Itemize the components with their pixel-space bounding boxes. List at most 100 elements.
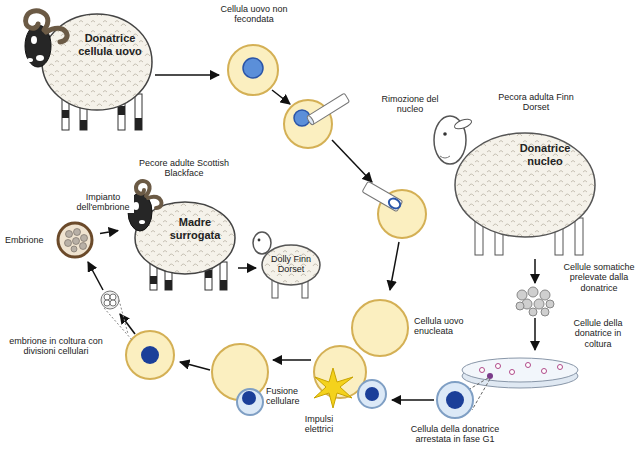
arrow <box>332 140 372 182</box>
donor-egg-sheep-part <box>36 55 44 61</box>
donor-nucleus-sheep-part <box>440 156 450 158</box>
surrogate-sheep-part <box>150 276 157 284</box>
lamb-figure: Dolly Finn Dorset <box>256 232 320 300</box>
fused-cell-part <box>242 391 256 405</box>
egg-cell-pipette-part-part <box>306 115 315 126</box>
surrogate-sheep-part <box>220 262 227 290</box>
arrow <box>392 399 434 401</box>
donor-nucleus-sheep <box>434 116 595 255</box>
petri-dish-part-part <box>542 369 547 374</box>
egg-cell-part <box>228 45 278 95</box>
petri-dish-part-part <box>496 364 501 369</box>
egg-cell-enucleating-part-part <box>362 181 403 211</box>
embryo-part-part <box>65 240 72 247</box>
electric-pulse-group-part <box>314 368 353 408</box>
embryo-culture-part <box>110 300 116 306</box>
donor-cell-g1 <box>437 382 473 418</box>
somatic-cells-part <box>546 300 554 308</box>
reconstructed-egg-part <box>126 331 174 379</box>
somatic-cells-part <box>534 299 544 309</box>
somatic-cells <box>516 287 554 316</box>
petri-dish-part-part <box>480 368 485 373</box>
arrow <box>534 259 536 283</box>
node-label: Fusione cellulare <box>266 386 312 407</box>
donor-nucleus-sheep-part <box>453 117 473 131</box>
somatic-cells-part <box>528 287 538 297</box>
surrogate-sheep-part <box>148 197 162 208</box>
donor-egg-sheep-part <box>31 36 37 44</box>
egg-cell-enucleating <box>362 181 426 238</box>
somatic-cells-part <box>541 308 549 316</box>
petri-dish <box>462 358 578 410</box>
egg-cell-part <box>243 58 263 78</box>
reconstructed-egg <box>126 331 174 379</box>
donor-egg-sheep-part <box>62 110 69 118</box>
arrow <box>390 242 399 290</box>
embryo-culture-part <box>104 294 110 300</box>
node-label: Cellula uovo enucleata <box>414 316 474 337</box>
donor-egg-sheep-part <box>27 58 33 62</box>
egg-cell <box>228 45 278 95</box>
somatic-cells-part <box>516 302 524 310</box>
petri-dish-part-part <box>558 365 563 370</box>
electric-pulse-group-part <box>358 380 386 408</box>
donor-cell-g1-part <box>446 391 464 409</box>
embryo: Embrione <box>5 222 100 260</box>
embryo-part-part <box>74 229 81 236</box>
egg-cell: Cellula uovo non fecondata <box>219 4 289 98</box>
dolly-lamb-part <box>253 232 271 254</box>
donor-cell-g1-part <box>437 382 473 418</box>
petri-dish-part-part <box>526 363 531 368</box>
donor-egg-sheep <box>25 11 152 130</box>
donor-nucleus-sheep-part <box>455 133 595 237</box>
donor-egg-sheep-part <box>80 120 87 130</box>
donor-cell: Cellula della donatrice arrestata in fas… <box>410 380 500 460</box>
arrow-connector <box>100 231 118 234</box>
arrow-connector <box>155 74 219 76</box>
egg-cell: Cellula uovo enucleata <box>348 296 476 360</box>
node-label: Embrione <box>5 235 55 245</box>
step-label: embrione in coltura con divisioni cellul… <box>4 336 108 357</box>
petri-dish-part-part <box>510 370 515 375</box>
petri-dish-part <box>462 358 578 382</box>
reconstructed-egg-part <box>141 346 159 364</box>
somatic-cells-part <box>529 308 537 316</box>
step-label: Impulsi elettrici <box>296 414 342 435</box>
embryo <box>58 223 92 257</box>
surrogate-sheep-part <box>165 280 172 290</box>
embryo-culture-part <box>104 300 110 306</box>
step-label: Cellule della donatrice in coltura <box>562 318 634 349</box>
embryo-culture-part <box>110 294 116 300</box>
donor-nucleus-sheep-part <box>443 132 447 136</box>
surrogate-sheep <box>128 181 235 290</box>
donor-egg-sheep-part <box>135 94 142 130</box>
embryo-culture-part <box>104 296 132 340</box>
sheep-figure: Pecore adulte Scottish BlackfaceMadre su… <box>118 150 238 292</box>
node-label: Cellula della donatrice arrestata in fas… <box>410 424 500 445</box>
somatic-cells-part <box>517 290 527 300</box>
embryo-part-part <box>73 238 80 245</box>
enucleated-egg-part <box>352 300 408 356</box>
arrow <box>180 362 210 370</box>
embryo-part-part <box>81 235 88 242</box>
petri-dish-part <box>480 363 563 375</box>
donor-egg-sheep-part <box>135 118 142 130</box>
fused-cell-part <box>212 344 268 400</box>
dolly-lamb <box>253 232 320 298</box>
egg-cell-enucleating-part <box>362 181 403 211</box>
donor-nucleus-sheep-part <box>575 218 583 255</box>
donor-egg-sheep-part <box>42 14 152 110</box>
donor-egg-sheep-part <box>118 106 125 115</box>
embryo-culture-part <box>101 291 119 309</box>
somatic-cells-part <box>540 290 550 300</box>
egg-cell-pipette-part-part <box>307 93 350 125</box>
fused-cell: Fusione cellulare <box>208 344 312 420</box>
sheep-figure: Pecora adulta Finn DorsetDonatrice nucle… <box>430 92 602 258</box>
egg-cell-pipette-part <box>306 93 349 125</box>
node-label: Cellula uovo non fecondata <box>219 4 289 25</box>
step-label: Rimozione del nucleo <box>378 94 442 115</box>
node-label: Donatrice nucleo <box>505 142 585 167</box>
fused-cell <box>212 344 268 415</box>
